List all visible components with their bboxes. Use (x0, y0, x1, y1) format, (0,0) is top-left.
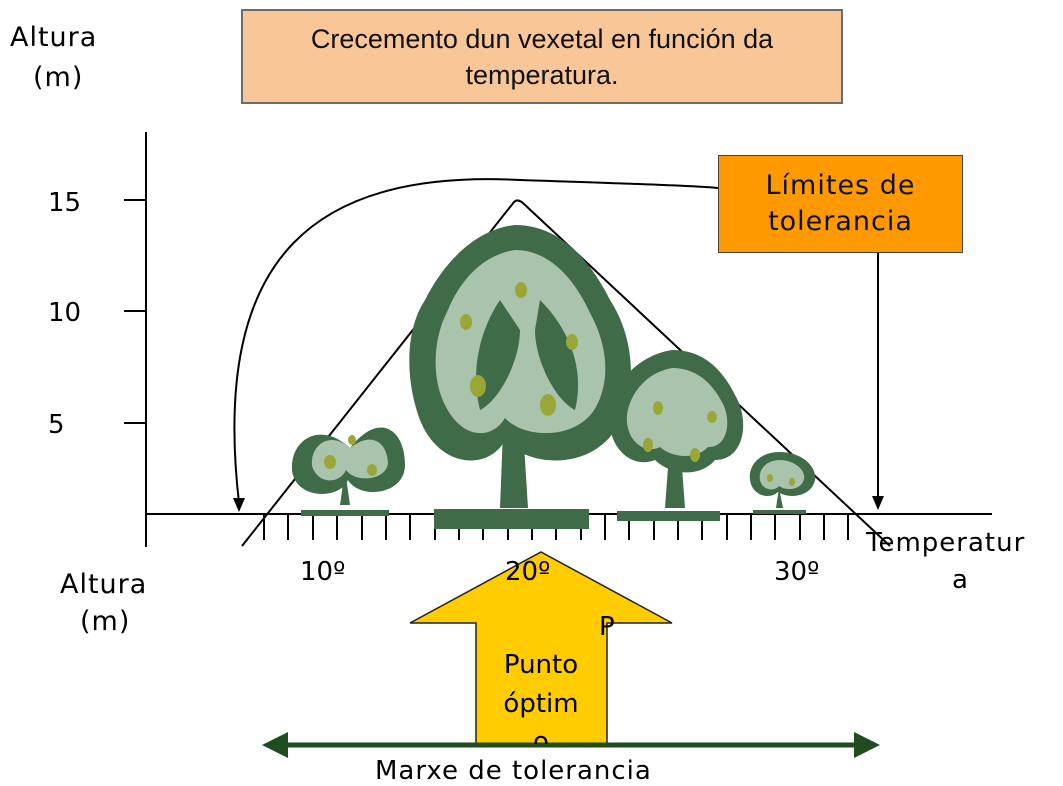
margin-arrow-left-head (262, 732, 288, 758)
title-line-2: temperatura. (465, 59, 619, 90)
lower-label-line2: (m) (80, 606, 131, 637)
x-tick-label-30: 30º (774, 557, 820, 587)
y-axis-label-line1: Altura (10, 22, 98, 53)
optimum-arrow-shape (409, 551, 673, 746)
y-axis-label-line2: (m) (33, 62, 84, 93)
tree-small (291, 427, 405, 505)
y-tick-label-15: 15 (48, 188, 82, 218)
growth-curve (241, 199, 891, 547)
ground-bar-tiny-tree (753, 510, 806, 514)
tolerance-box-line-1: Límites de (765, 170, 916, 201)
tolerance-box-line-2: tolerancia (768, 206, 913, 237)
tolerance-limit-curve (233, 178, 719, 504)
x-tick-label-20: 20º (505, 557, 551, 587)
ground-bar-big-tree (434, 509, 589, 529)
tolerance-curve-arrowhead (233, 498, 245, 512)
optimum-line-1: Punto (503, 650, 579, 680)
x-axis-label-line1: Temperatur (866, 528, 1026, 558)
optimum-letter: P (599, 612, 615, 642)
optimum-line-2: óptim (503, 689, 579, 719)
tree-medium (609, 350, 744, 508)
x-tick-label-10: 10º (300, 557, 346, 587)
tree-tiny (749, 452, 816, 508)
margin-label: Marxe de tolerancia (375, 756, 652, 786)
ground-bar-small-tree (301, 510, 389, 516)
tree-large (409, 225, 631, 508)
optimum-line-3: o (533, 727, 549, 744)
tolerance-limits-box: Límites de tolerancia (718, 155, 963, 253)
margin-arrow-right-head (854, 732, 880, 758)
lower-label-line1: Altura (60, 569, 148, 600)
y-tick-label-10: 10 (48, 298, 82, 328)
title-box: Crecemento dun vexetal en función da tem… (241, 9, 843, 104)
ground-bar-medium-tree (617, 511, 720, 521)
x-axis-label-line2: a (952, 565, 968, 595)
tolerance-right-arrowhead (872, 496, 884, 510)
title-line-1: Crecemento dun vexetal en función da (310, 23, 774, 54)
y-tick-label-5: 5 (48, 410, 65, 440)
